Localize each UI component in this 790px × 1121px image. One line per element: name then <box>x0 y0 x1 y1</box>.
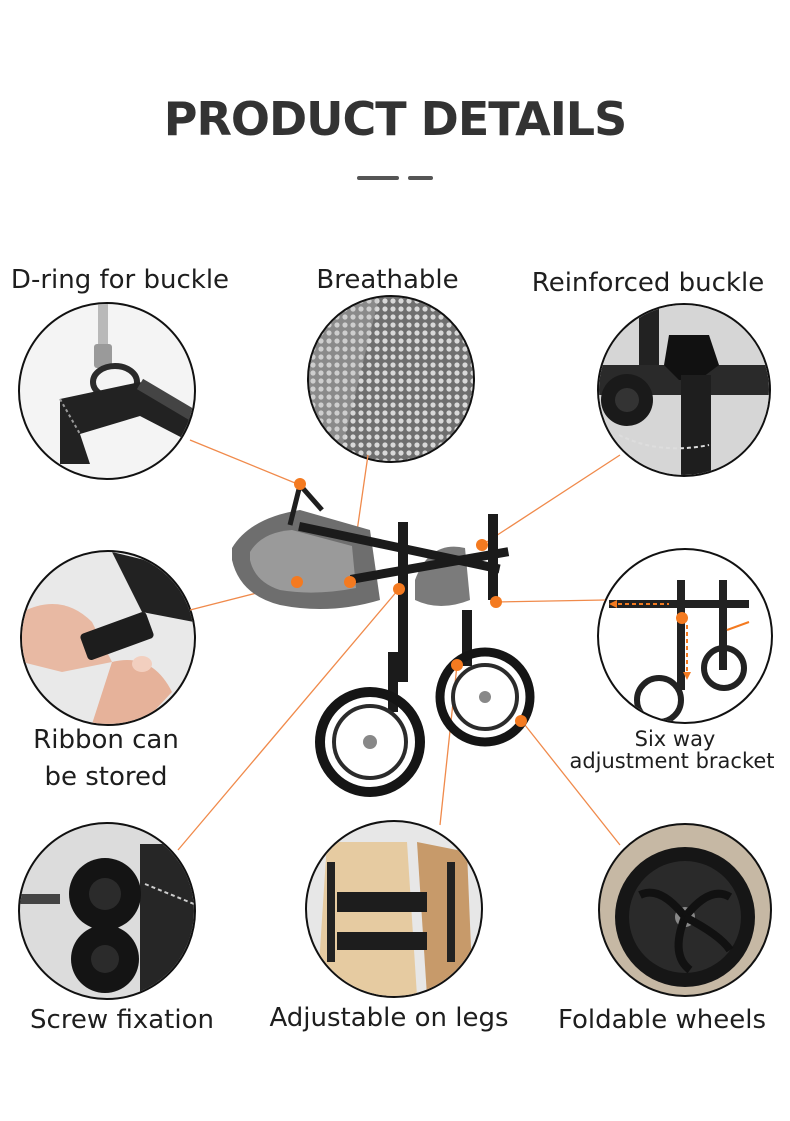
label-screw-fixation: Screw fixation <box>30 1005 214 1035</box>
title-divider-right <box>408 176 433 180</box>
label-six-way-line2: adjustment bracket <box>569 749 775 773</box>
harness-strap <box>287 483 324 526</box>
title-divider-left <box>357 176 399 180</box>
label-ribbon-line1: Ribbon can <box>33 725 179 755</box>
harness-mesh-panel <box>250 530 356 593</box>
label-d-ring: D-ring for buckle <box>10 265 230 295</box>
label-breathable: Breathable <box>316 265 459 295</box>
page-title: PRODUCT DETAILS <box>163 92 628 146</box>
front-wheel <box>435 647 535 747</box>
wheelchair-frame <box>298 514 510 712</box>
leader-line-foldable <box>520 719 621 846</box>
leader-line-reinforced-buckle <box>481 454 621 546</box>
label-six-way-line1: Six way <box>634 727 716 751</box>
adjustable-legs-photo <box>305 820 483 998</box>
label-reinforced-buckle: Reinforced buckle <box>531 268 765 298</box>
label-ribbon-line2: be stored <box>44 762 168 792</box>
callout-dot-reinforced-buckle <box>476 539 488 551</box>
callout-dot-adjustable <box>451 659 463 671</box>
callout-dot-foldable <box>515 715 527 727</box>
rear-wheel <box>315 687 425 797</box>
leader-line-d-ring <box>189 439 301 486</box>
callout-dot-six-way <box>490 596 502 608</box>
foldable-wheels-photo <box>598 823 772 997</box>
six-way-bracket-photo <box>597 548 773 724</box>
callout-dot-breathable <box>344 576 356 588</box>
reinforced-buckle-photo <box>597 303 771 477</box>
label-adjustable-on-legs: Adjustable on legs <box>269 1003 509 1033</box>
label-foldable-wheels: Foldable wheels <box>557 1005 767 1035</box>
ribbon-photo <box>20 550 196 726</box>
callout-dot-ribbon <box>291 576 303 588</box>
leader-line-six-way <box>495 599 606 603</box>
breathable-mesh-photo <box>307 295 475 463</box>
d-ring-photo <box>18 302 196 480</box>
screw-fixation-photo <box>18 822 196 1000</box>
leader-line-screw <box>177 589 399 851</box>
callout-dot-screw <box>393 583 405 595</box>
callout-dot-d-ring <box>294 478 306 490</box>
